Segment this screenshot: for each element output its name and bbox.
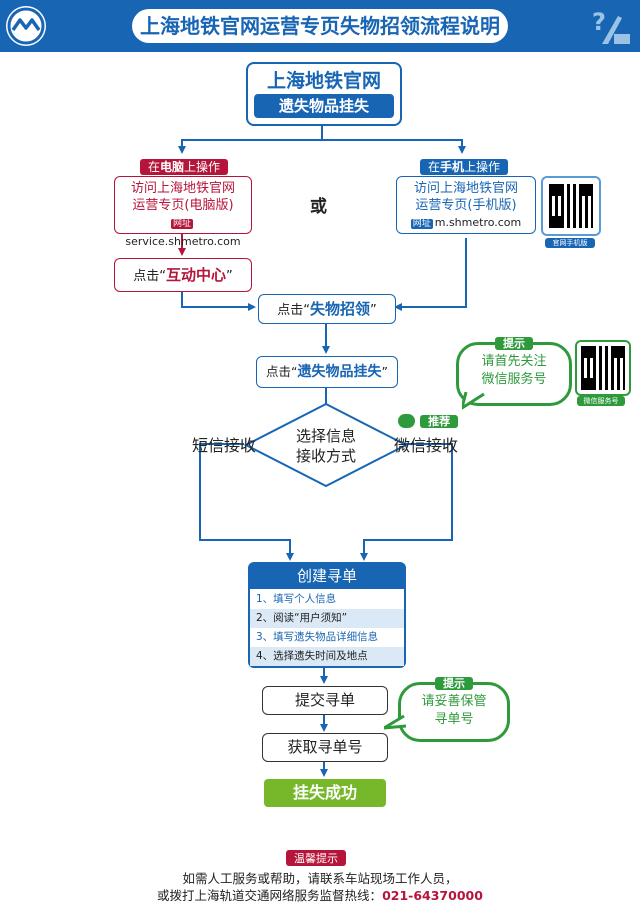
mobile-qr-caption: 官网手机版 xyxy=(545,238,595,248)
desktop-site-line2: 运营专页(电脑版) xyxy=(132,198,234,213)
start-box: 上海地铁官网 遗失物品挂失 xyxy=(246,62,402,126)
desktop-site-line1: 访问上海地铁官网 xyxy=(130,181,235,196)
tip1-line1: 请首先关注 xyxy=(481,354,547,369)
page-title: 上海地铁官网运营专页失物招领流程说明 xyxy=(132,9,508,43)
tip1-line2: 微信服务号 xyxy=(481,372,547,387)
decision-label: 选择信息接收方式 xyxy=(295,427,356,465)
start-title: 上海地铁官网 xyxy=(266,70,381,92)
sms-option-label: 短信接收 xyxy=(192,436,257,455)
report-success-step: 挂失成功 xyxy=(264,779,386,807)
create-order-title: 创建寻单 xyxy=(250,564,404,589)
question-mark-icon: ? xyxy=(588,6,632,46)
wechat-icon xyxy=(398,413,415,428)
tip2-line1: 请妥善保管 xyxy=(421,694,487,709)
desktop-site-box: 访问上海地铁官网 运营专页(电脑版) 网址 service.shmetro.com xyxy=(114,176,252,248)
lost-and-found-step: 点击“失物招领” xyxy=(258,294,396,324)
footer-line2: 或拨打上海轨道交通网络服务监督热线：021-64370000 xyxy=(157,888,483,903)
mobile-site-qr-code xyxy=(541,176,601,236)
keep-order-number-tip: 提示 请妥善保管 寻单号 xyxy=(398,677,510,742)
bubble-tail xyxy=(384,714,407,730)
warm-tip-tag: 温馨提示 xyxy=(286,850,346,866)
desktop-url[interactable]: service.shmetro.com xyxy=(125,235,241,248)
or-label: 或 xyxy=(310,197,327,217)
interactive-center-step: 点击“互动中心” xyxy=(114,258,252,292)
hotline-number[interactable]: 021-64370000 xyxy=(382,888,483,903)
wechat-qr-code xyxy=(575,340,631,396)
mobile-site-line2: 运营专页(手机版) xyxy=(415,198,517,213)
wechat-option-label: 微信接收 xyxy=(394,436,459,455)
create-order-item: 4、选择遗失时间及地点 xyxy=(250,647,404,666)
submit-order-step: 提交寻单 xyxy=(262,686,388,715)
decision-diamond xyxy=(244,402,408,488)
report-lost-item-step: 点击“遗失物品挂失” xyxy=(256,356,398,388)
url-tag: 网址 xyxy=(170,219,193,229)
report-lost-item-label: 遗失物品挂失 xyxy=(297,364,382,380)
create-order-item: 3、填写遗失物品详细信息 xyxy=(250,628,404,647)
recommend-badge: 推荐 xyxy=(398,410,459,429)
bubble-tail xyxy=(462,392,485,410)
wechat-qr-caption: 微信服务号 xyxy=(577,396,625,406)
url-tag: 网址 xyxy=(410,219,433,229)
shanghai-metro-logo-icon xyxy=(6,6,46,46)
tip-tag: 提示 xyxy=(495,337,533,350)
tip2-line2: 寻单号 xyxy=(434,712,474,727)
tip-tag: 提示 xyxy=(435,677,473,690)
interactive-center-label: 互动中心 xyxy=(165,266,226,284)
mobile-url[interactable]: m.shmetro.com xyxy=(434,216,522,229)
mobile-site-line1: 访问上海地铁官网 xyxy=(413,181,518,196)
create-order-item: 2、阅读“用户须知” xyxy=(250,609,404,628)
get-order-number-step: 获取寻单号 xyxy=(262,733,388,762)
create-order-box: 创建寻单 1、填写个人信息 2、阅读“用户须知” 3、填写遗失物品详细信息 4、… xyxy=(248,562,406,668)
start-subtitle: 遗失物品挂失 xyxy=(254,94,394,118)
mobile-operation-tag: 在手机上操作 xyxy=(420,156,509,175)
svg-text:?: ? xyxy=(592,8,606,36)
footer-line1: 如需人工服务或帮助，请联系车站现场工作人员， xyxy=(182,871,458,886)
create-order-item: 1、填写个人信息 xyxy=(250,590,404,609)
computer-operation-tag: 在电脑上操作 xyxy=(140,156,229,175)
lost-and-found-label: 失物招领 xyxy=(309,300,370,318)
